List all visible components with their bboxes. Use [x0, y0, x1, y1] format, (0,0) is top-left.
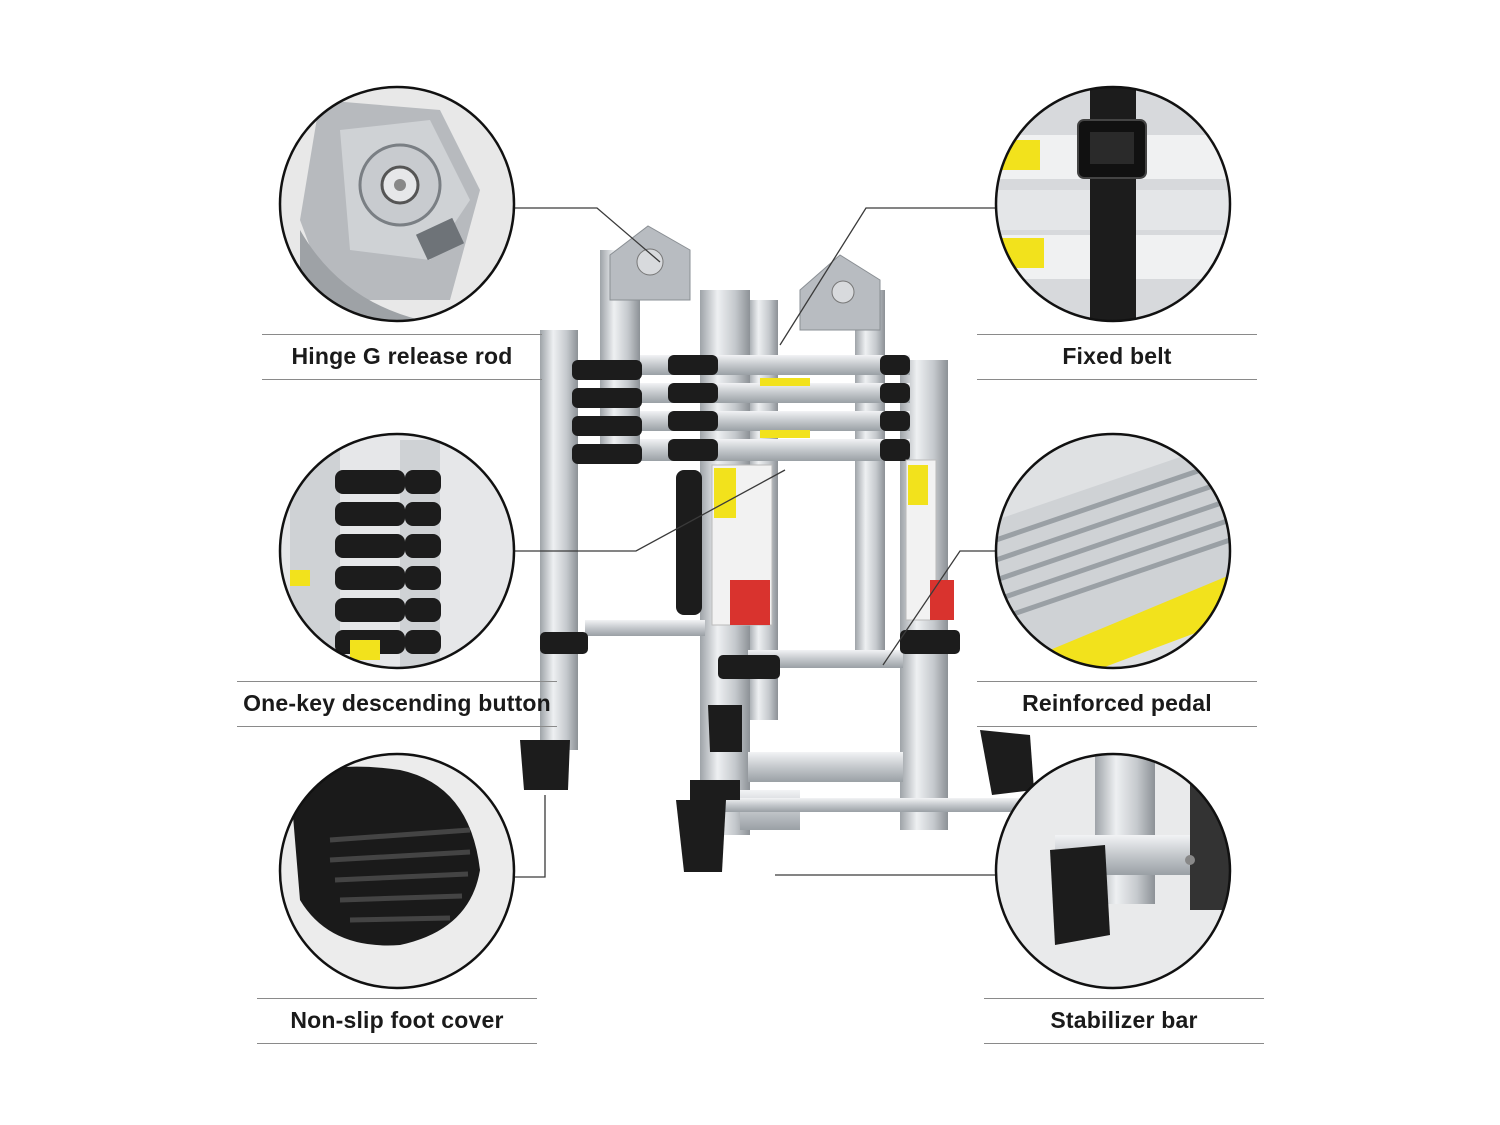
stabilizer-bar — [690, 798, 1020, 812]
callout-belt: Fixed belt — [977, 334, 1257, 380]
ladder-rail — [855, 290, 885, 650]
feature-label-foot: Non-slip foot cover — [290, 1007, 504, 1033]
ladder-rung — [748, 650, 903, 668]
foot-covers — [520, 705, 1034, 872]
callout-foot: Non-slip foot cover — [257, 998, 537, 1044]
button-icon — [278, 432, 516, 670]
callout-pedal: Reinforced pedal — [977, 681, 1257, 727]
ladder-rung — [748, 752, 903, 782]
fixed-belt — [676, 470, 702, 615]
feature-label-pedal: Reinforced pedal — [1022, 690, 1212, 716]
callout-stabilizer: Stabilizer bar — [984, 998, 1264, 1044]
feature-label-belt: Fixed belt — [1062, 343, 1172, 369]
ladder — [520, 225, 1034, 872]
connector-lines — [513, 207, 997, 878]
foot-icon — [278, 752, 516, 990]
feature-label-button: One-key descending button — [243, 690, 551, 716]
ladder-rail — [540, 330, 578, 750]
stabilizer-icon — [994, 752, 1232, 990]
hinge-icon — [278, 85, 516, 323]
callout-hinge: Hinge G release rod — [262, 334, 542, 380]
callout-button: One-key descending button — [237, 681, 557, 727]
feature-label-stabilizer: Stabilizer bar — [1050, 1007, 1198, 1033]
belt-icon — [994, 85, 1232, 323]
pedal-icon — [994, 432, 1232, 670]
feature-label-hinge: Hinge G release rod — [291, 343, 513, 369]
ladder-rung — [585, 620, 705, 636]
grip-rings — [540, 355, 960, 679]
